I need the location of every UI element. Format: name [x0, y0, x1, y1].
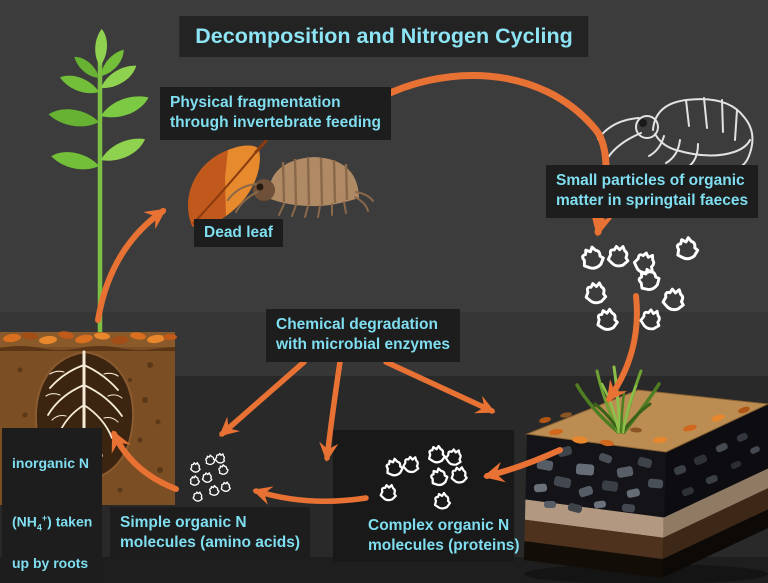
- label-small-particles: Small particles of organic matter in spr…: [546, 165, 759, 218]
- grass-icon: [575, 365, 661, 434]
- flow-arrow-icon: [319, 359, 343, 462]
- flow-arrow-icon: [219, 359, 307, 437]
- flow-arrow-icon: [95, 208, 167, 323]
- inorganic-line2-pre: (NH: [12, 514, 37, 531]
- flow-arrow-icon: [606, 293, 640, 403]
- label-simple-organic-n: Simple organic N molecules (amino acids): [110, 507, 311, 560]
- inorganic-line2-post: ) taken: [47, 514, 93, 531]
- inorganic-line3: up by roots: [12, 555, 89, 572]
- flow-arrow-icon: [252, 486, 369, 505]
- page-title: Decomposition and Nitrogen Cycling: [179, 16, 589, 57]
- complex-organic-particle-cluster: [378, 444, 469, 510]
- simple-organic-particle-cluster: [189, 451, 232, 503]
- dead-leaf-icon: [188, 139, 268, 228]
- inorganic-line1: inorganic N: [12, 454, 90, 471]
- woodlouse-icon: [227, 156, 374, 218]
- inorganic-sub: 4: [36, 522, 42, 533]
- leaf-litter: [3, 331, 177, 345]
- label-inorganic-n: inorganic N (NH4+) taken up by roots: [2, 428, 103, 583]
- inorganic-sup: +: [41, 513, 48, 524]
- flow-arrow-icon: [383, 359, 496, 414]
- label-dead-leaf: Dead leaf: [194, 219, 283, 248]
- flow-arrow-icon: [111, 430, 179, 492]
- label-complex-organic-n: Complex organic N molecules (proteins): [368, 517, 520, 555]
- label-physical-fragmentation: Physical fragmentation through invertebr…: [160, 87, 391, 140]
- label-chemical-degradation: Chemical degradation with microbial enzy…: [266, 309, 460, 362]
- soil-block-icon: [524, 365, 768, 583]
- flow-arrow-icon: [482, 447, 563, 483]
- surface-litter: [539, 406, 750, 447]
- rock-texture: [533, 432, 760, 513]
- faeces-particle-cluster: [578, 235, 700, 334]
- plant-icon: [47, 28, 152, 335]
